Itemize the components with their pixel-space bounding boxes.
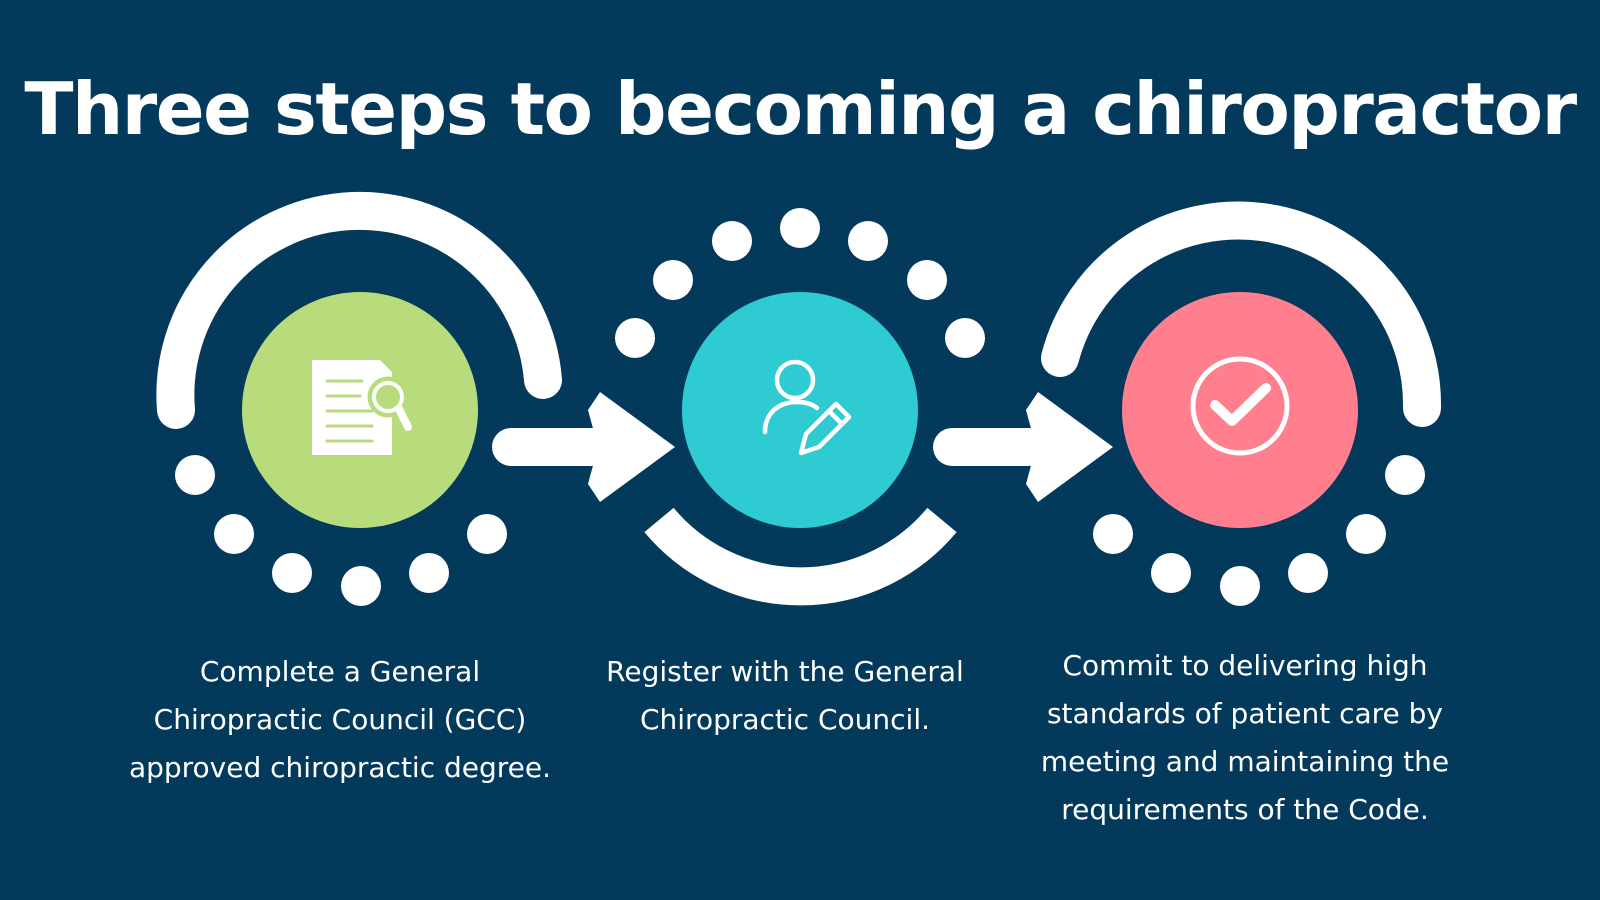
step-2-dot — [780, 208, 820, 248]
step-2-caption: Register with the General Chiropractic C… — [606, 655, 964, 736]
checkmark-circle-icon — [1190, 356, 1290, 456]
step-1-dot — [272, 553, 312, 593]
arrow-step-1-to-2 — [492, 392, 675, 502]
step-2-circle — [682, 292, 918, 528]
step-2-arc — [644, 507, 957, 606]
step-2-dot — [615, 318, 655, 358]
step-3-dot — [1151, 553, 1191, 593]
arrow-step-2-to-3 — [933, 392, 1113, 502]
user-edit-icon — [762, 359, 852, 456]
document-magnifier-icon — [312, 360, 412, 455]
step-3-dot — [1288, 553, 1328, 593]
step-2-dot — [848, 221, 888, 261]
step-1-arc — [156, 191, 562, 429]
step-1-dot — [175, 455, 215, 495]
step-3-dots — [1093, 455, 1425, 606]
step-3-dot — [1093, 514, 1133, 554]
step-2-dot — [712, 221, 752, 261]
step-2-dot — [945, 318, 985, 358]
step-3-ring — [1041, 201, 1442, 606]
step-3-dot — [1346, 514, 1386, 554]
step-1-dot — [341, 566, 381, 606]
step-1-ring — [156, 191, 562, 606]
step-3-arc — [1041, 201, 1442, 427]
step-1-dot — [214, 514, 254, 554]
step-1-dot — [467, 514, 507, 554]
step-3-dot — [1385, 455, 1425, 495]
step-3-dot — [1220, 566, 1260, 606]
step-1-caption: Complete a General Chiropractic Council … — [128, 655, 552, 784]
step-1-dot — [409, 553, 449, 593]
page-title: Three steps to becoming a chiropractor — [24, 67, 1577, 151]
step-2-dot — [653, 260, 693, 300]
step-3-caption: Commit to delivering high standards of p… — [1040, 649, 1450, 826]
step-2-dots — [615, 208, 985, 358]
step-2-ring — [615, 208, 985, 606]
step-2-dot — [907, 260, 947, 300]
step-1-dots — [175, 455, 507, 606]
